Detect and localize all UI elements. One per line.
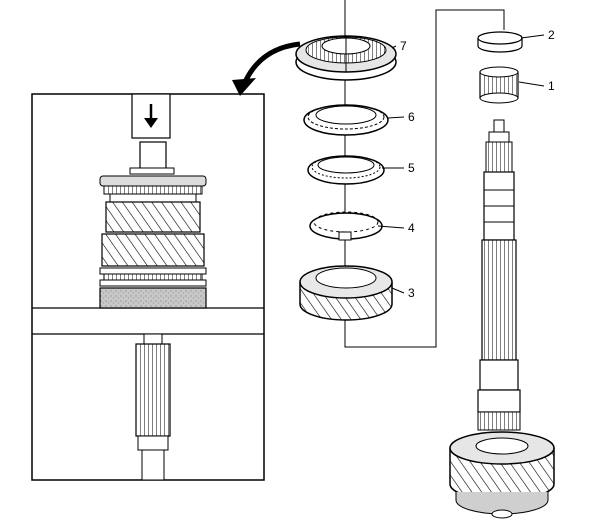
installer-tool <box>139 141 167 171</box>
part-1-needle-bearing <box>479 66 519 104</box>
inset-upper-gear <box>105 201 201 233</box>
inset-view <box>31 93 265 481</box>
inset-output-shaft <box>135 333 171 481</box>
callout-leaders <box>377 34 545 294</box>
press-support-block <box>99 287 207 309</box>
inset-lower-gear <box>101 233 205 267</box>
callout-6: 6 <box>408 110 415 124</box>
part-3-helical-gear <box>299 265 393 321</box>
callout-1: 1 <box>548 79 555 93</box>
press-ram <box>131 93 171 139</box>
output-shaft <box>449 119 555 519</box>
part-2-bearing-ring <box>477 31 523 53</box>
curved-pointer-arrow-icon <box>232 41 301 96</box>
callout-3: 3 <box>408 286 415 300</box>
inset-synchronizer-stack <box>99 175 207 203</box>
part-6-blocker-ring <box>303 104 389 136</box>
callout-7: 7 <box>400 39 407 53</box>
part-7-synchronizer-assembly <box>295 35 397 81</box>
part-5-ring <box>307 155 385 185</box>
callout-5: 5 <box>408 161 415 175</box>
callout-4: 4 <box>408 221 415 235</box>
press-arrow-icon <box>144 104 158 128</box>
part-4-ring <box>309 211 383 241</box>
callout-2: 2 <box>548 28 555 42</box>
assembly-bracket-line <box>344 9 505 348</box>
